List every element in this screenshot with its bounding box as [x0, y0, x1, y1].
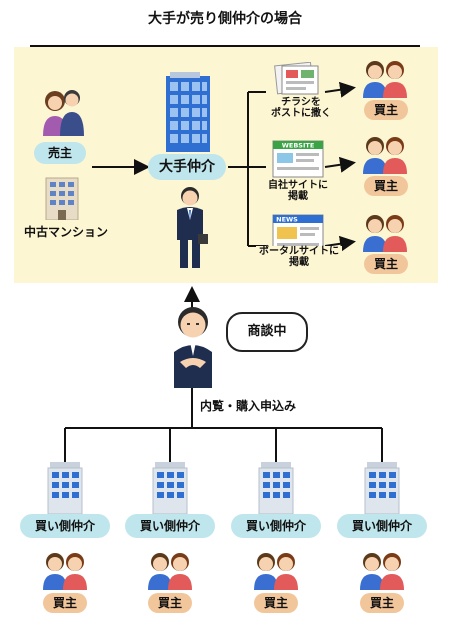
property-label: 中古マンション [23, 225, 108, 239]
buyer-couple-icon [363, 61, 407, 98]
businessman-icon [177, 187, 208, 268]
news-banner-text: NEWS [276, 216, 298, 224]
office-tower-icon [166, 72, 210, 152]
title-divider [30, 45, 420, 47]
buyer-agent-label: 買い側仲介 [125, 514, 215, 538]
channel-flyer-line2: ポストに撒く [271, 108, 331, 119]
website-banner-text: WEBSITE [282, 142, 315, 150]
buyer-agent-label: 買い側仲介 [231, 514, 321, 538]
buyer-couple-icon [148, 553, 192, 590]
channel-portal-line1: ポータルサイトに [259, 246, 339, 257]
buyer-tag: 買主 [360, 593, 404, 613]
buyer-tag: 買主 [254, 593, 298, 613]
buyer-agent-building-icon [47, 462, 83, 514]
channel-flyer-label: チラシを ポストに撒く [264, 97, 338, 119]
diagram-title: 大手が売り側仲介の場合 [148, 11, 302, 27]
seller-label: 売主 [34, 142, 86, 164]
portal-news-icon: NEWS [272, 214, 324, 252]
website-icon: WEBSITE [272, 140, 324, 178]
buyer-couple-icon [360, 553, 404, 590]
channel-portal-label: ポータルサイトに 掲載 [256, 246, 342, 268]
buyer-tag: 買主 [43, 593, 87, 613]
buyer-agent-building-icon [258, 462, 294, 514]
buyer-agent-label: 買い側仲介 [337, 514, 427, 538]
buyer-tag: 買主 [364, 176, 408, 196]
seller-couple-icon [43, 90, 84, 136]
apartment-building-icon [45, 177, 79, 220]
buyer-tag: 買主 [364, 100, 408, 120]
negotiating-man-icon [174, 307, 212, 388]
major-agent-label: 大手仲介 [148, 154, 226, 180]
flow-label: 内覧・購入申込み [200, 399, 297, 413]
buyer-tag: 買主 [148, 593, 192, 613]
channel-flyer-line1: チラシを [281, 97, 321, 108]
negotiation-speech-bubble: 商談中 [226, 312, 308, 352]
channel-website-line1: 自社サイトに [268, 180, 328, 191]
buyer-couple-icon [363, 137, 407, 174]
buyer-couple-icon [254, 553, 298, 590]
buyer-couple-icon [363, 215, 407, 252]
buyer-tag: 買主 [364, 254, 408, 274]
channel-website-label: 自社サイトに 掲載 [262, 180, 334, 202]
buyer-agent-building-icon [152, 462, 188, 514]
buyer-couple-icon [43, 553, 87, 590]
flyer-icon [274, 62, 319, 95]
buyer-agent-label: 買い側仲介 [20, 514, 110, 538]
channel-website-line2: 掲載 [288, 191, 308, 202]
buyer-agent-building-icon [364, 462, 400, 514]
channel-portal-line2: 掲載 [289, 257, 309, 268]
